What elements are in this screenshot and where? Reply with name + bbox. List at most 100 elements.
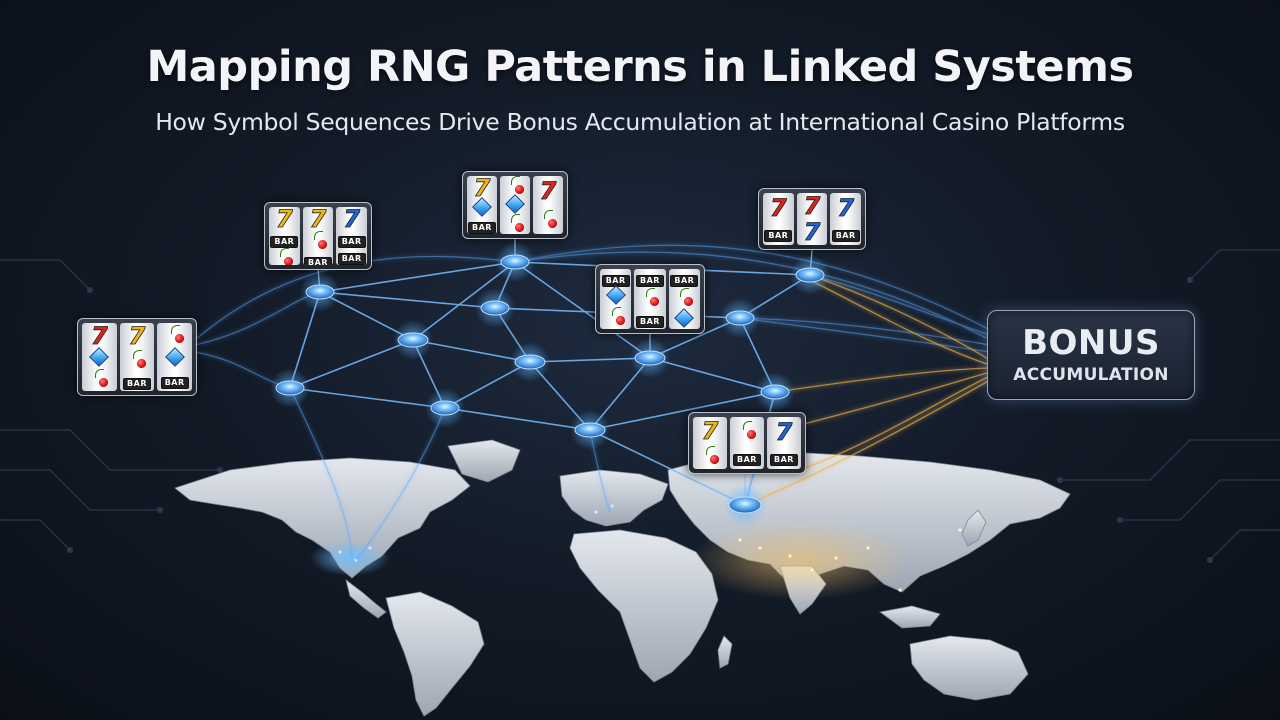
bar-symbol-icon: BAR	[763, 225, 794, 243]
southeast-asia-islands	[879, 605, 941, 629]
diamond-symbol-icon	[669, 308, 700, 329]
europe	[559, 469, 669, 527]
bar-symbol-icon: BAR	[336, 248, 367, 265]
bar-symbol-icon: BAR	[767, 449, 801, 467]
cherry-symbol-icon	[500, 214, 530, 234]
bar-symbol-icon: BAR	[336, 231, 367, 248]
node	[495, 242, 535, 282]
accumulation-label: ACCUMULATION	[1013, 365, 1169, 385]
bar-symbol-icon: BAR	[634, 311, 665, 329]
seven-symbol-icon: 7	[309, 207, 327, 233]
cherry-symbol-icon	[693, 446, 727, 467]
bar-symbol-icon: BAR	[634, 270, 665, 287]
slot-reel: BAR	[600, 269, 632, 329]
node	[720, 298, 760, 338]
seven-symbol-icon: 7	[128, 323, 146, 350]
node	[630, 338, 670, 378]
bar-symbol-icon: BAR	[730, 449, 764, 466]
south-america	[385, 591, 485, 717]
slot-reel: BAR BAR	[634, 269, 666, 329]
node	[510, 342, 550, 382]
cherry-symbol-icon	[634, 288, 665, 309]
node	[755, 372, 795, 412]
seven-symbol-icon: 7	[539, 177, 557, 206]
slot-reel: 7	[82, 323, 117, 391]
central-america	[345, 579, 387, 619]
city-lights-west	[338, 504, 614, 562]
node	[270, 368, 310, 408]
network-nodes	[270, 242, 830, 527]
us-glow	[310, 540, 390, 576]
cherry-symbol-icon	[303, 231, 334, 252]
world-map	[174, 439, 1071, 717]
slot-reel	[500, 176, 530, 234]
seven-symbol-icon: 7	[837, 193, 855, 222]
bar-symbol-icon: BAR	[467, 217, 497, 234]
page-subtitle: How Symbol Sequences Drive Bonus Accumul…	[155, 108, 1125, 136]
cherry-symbol-icon	[669, 288, 700, 309]
cherry-symbol-icon	[157, 325, 192, 346]
cherry-symbol-icon	[269, 248, 300, 265]
node	[723, 483, 767, 527]
cherry-symbol-icon	[82, 369, 117, 390]
bar-symbol-icon: BAR	[120, 373, 155, 390]
bar-symbol-icon: BAR	[303, 252, 334, 265]
slot-reel: BAR	[668, 269, 700, 329]
diamond-symbol-icon	[467, 197, 497, 217]
bar-symbol-icon: BAR	[830, 225, 861, 243]
cherry-symbol-icon	[600, 307, 631, 328]
bonus-accumulation-box: BONUS ACCUMULATION	[987, 310, 1195, 400]
node	[425, 388, 465, 428]
bar-symbol-icon: BAR	[269, 231, 300, 248]
diamond-symbol-icon	[157, 347, 192, 368]
circuit-pads	[67, 277, 1213, 563]
city-lights	[738, 528, 962, 592]
node	[393, 320, 433, 360]
cherry-symbol-icon	[120, 350, 155, 371]
node	[300, 272, 340, 312]
circuit-traces	[0, 249, 1280, 561]
cherry-symbol-icon	[730, 420, 764, 442]
japan	[961, 509, 987, 547]
seven-symbol-icon: 7	[803, 218, 821, 245]
page-title: Mapping RNG Patterns in Linked Systems	[146, 42, 1134, 92]
slot-reel: BAR	[730, 417, 764, 469]
greenland	[447, 439, 521, 483]
seven-symbol-icon: 7	[473, 176, 491, 202]
africa	[569, 529, 719, 683]
slot-reel: 7	[693, 417, 727, 469]
cherry-symbol-icon	[500, 176, 530, 197]
bonus-label: BONUS	[1022, 323, 1160, 363]
diamond-symbol-icon	[500, 194, 530, 214]
bar-symbol-icon: BAR	[669, 270, 700, 287]
slot-reel: 7	[533, 176, 563, 234]
node	[570, 410, 610, 450]
slot-reel: BAR	[157, 323, 193, 391]
asia-glow	[690, 520, 910, 600]
node	[790, 255, 830, 295]
australia	[909, 635, 1029, 701]
seven-symbol-icon: 7	[275, 207, 293, 233]
seven-symbol-icon: 7	[701, 417, 719, 445]
diamond-symbol-icon	[82, 347, 117, 367]
seven-symbol-icon: 7	[343, 207, 361, 233]
seven-symbol-icon: 7	[769, 193, 787, 222]
seven-symbol-icon: 7	[90, 323, 108, 350]
data-streams-gold	[744, 274, 991, 506]
